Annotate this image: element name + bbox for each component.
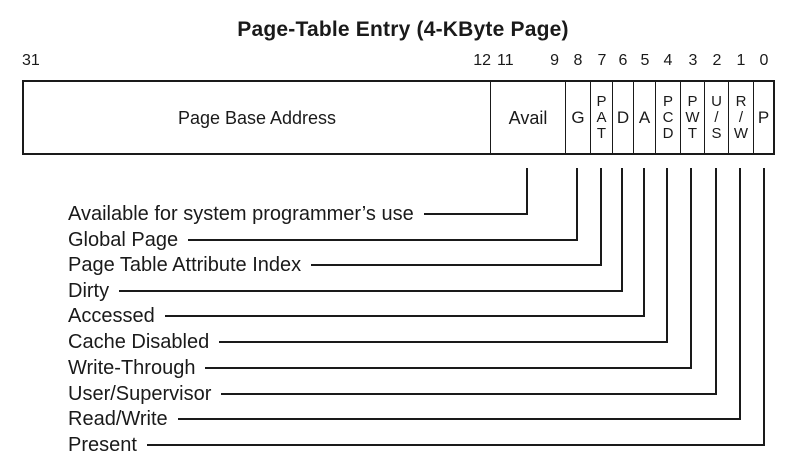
- field-cell-pat-text: A: [596, 108, 607, 126]
- bit-number-31: 31: [22, 52, 40, 69]
- bit-number-11: 11: [497, 52, 514, 69]
- legend-connector-pwt: [690, 168, 692, 369]
- legend-connector-pat: [600, 168, 602, 266]
- legend-label-rw: Read/Write: [68, 408, 168, 430]
- legend-line-us: [221, 393, 717, 395]
- legend-line-global: [188, 239, 578, 241]
- field-cell-pcd-text: P: [662, 92, 673, 110]
- legend-label-pwt: Write-Through: [68, 357, 196, 379]
- legend-connector-us: [715, 168, 717, 395]
- legend-line-present: [147, 444, 765, 446]
- field-cell-rw-text: W: [733, 124, 749, 142]
- legend-label-accessed: Accessed: [68, 305, 155, 327]
- legend-label-global: Global Page: [68, 229, 179, 251]
- bit-number-1: 1: [736, 52, 746, 69]
- field-cell-pwt-text: T: [687, 124, 698, 142]
- bit-number-0: 0: [759, 52, 769, 69]
- legend-line-dirty: [119, 290, 623, 292]
- legend-line-accessed: [165, 315, 645, 317]
- legend-line-rw: [178, 418, 741, 420]
- bit-number-3: 3: [688, 52, 698, 69]
- field-cell-a: A: [634, 82, 656, 153]
- legend-line-pwt: [205, 367, 692, 369]
- field-cell-p: P: [754, 82, 773, 153]
- legend-connector-pcd: [666, 168, 668, 343]
- field-cell-us-text: S: [711, 124, 722, 142]
- field-cell-pcd-text: D: [662, 124, 674, 142]
- bit-number-5: 5: [640, 52, 650, 69]
- legend-label-dirty: Dirty: [68, 280, 110, 302]
- legend-label-present: Present: [68, 434, 137, 456]
- field-cell-pwt-text: P: [687, 92, 698, 110]
- field-cell-g-text: G: [571, 108, 585, 127]
- field-cell-us: U/S: [705, 82, 729, 153]
- legend-line-pat: [311, 264, 602, 266]
- legend-label-pcd: Cache Disabled: [68, 331, 210, 353]
- legend-label-avail: Available for system programmer’s use: [68, 203, 414, 225]
- diagram-title: Page-Table Entry (4-KByte Page): [237, 18, 569, 41]
- bit-number-12: 12: [473, 52, 491, 69]
- field-cell-p-text: P: [757, 108, 770, 127]
- field-cell-pwt-text: W: [685, 108, 700, 126]
- field-cell-rw: R/W: [729, 82, 754, 153]
- legend-connector-rw: [739, 168, 741, 420]
- bit-number-7: 7: [597, 52, 607, 69]
- legend-connector-avail: [526, 168, 528, 215]
- bit-number-2: 2: [712, 52, 722, 69]
- legend-label-us: User/Supervisor: [68, 383, 212, 405]
- legend-connector-present: [763, 168, 765, 446]
- field-cell-pat-text: T: [596, 124, 607, 142]
- legend-line-avail: [424, 213, 528, 215]
- bit-number-9: 9: [550, 52, 559, 69]
- field-cell-avail-text: Avail: [508, 107, 548, 128]
- legend-connector-dirty: [621, 168, 623, 292]
- field-cell-us-text: /: [714, 108, 719, 126]
- field-cell-pat-text: P: [596, 92, 607, 110]
- field-cell-page-base-address: Page Base Address: [24, 82, 491, 153]
- field-cell-rw-text: R: [735, 92, 747, 110]
- field-cell-d-text: D: [616, 108, 630, 127]
- legend-label-pat: Page Table Attribute Index: [68, 254, 302, 276]
- field-cell-d: D: [613, 82, 634, 153]
- field-cell-rw-text: /: [738, 108, 744, 126]
- legend-connector-accessed: [643, 168, 645, 317]
- field-cell-g: G: [566, 82, 591, 153]
- bit-number-4: 4: [663, 52, 673, 69]
- field-cell-a-text: A: [638, 108, 651, 127]
- bit-number-6: 6: [618, 52, 628, 69]
- field-cell-us-text: U: [711, 92, 722, 110]
- bit-number-8: 8: [573, 52, 583, 69]
- legend-line-pcd: [219, 341, 668, 343]
- field-cell-pcd-text: C: [662, 108, 674, 126]
- field-cell-page-base-address-text: Page Base Address: [177, 107, 337, 128]
- legend-connector-global: [576, 168, 578, 241]
- field-cell-avail: Avail: [491, 82, 566, 153]
